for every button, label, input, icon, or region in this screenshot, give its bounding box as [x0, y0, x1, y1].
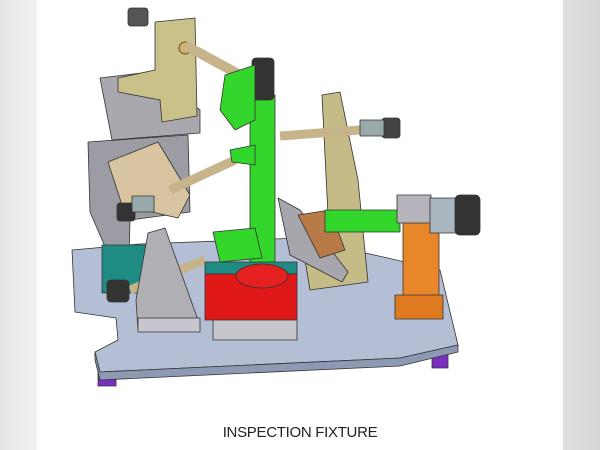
figure-caption: INSPECTION FIXTURE	[222, 424, 378, 441]
top-knob	[127, 7, 149, 27]
top-rod	[182, 40, 243, 80]
right-knob	[381, 117, 401, 139]
base-plate-edge	[94, 344, 459, 381]
orange-knob	[454, 194, 481, 236]
red-flange	[235, 263, 289, 289]
green-arm	[324, 209, 401, 233]
middle-left-bracket	[107, 141, 191, 219]
inspection-fixture-illustration	[71, 7, 481, 387]
ref-pad	[212, 319, 298, 341]
